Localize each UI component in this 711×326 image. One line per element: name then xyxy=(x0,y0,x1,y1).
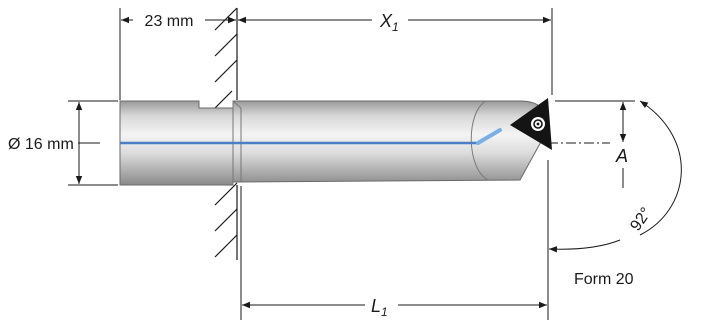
dimension-flange-width: 23 mm xyxy=(121,13,236,30)
dimension-diameter: Ø 16 mm xyxy=(8,102,83,184)
angle-label: 92° xyxy=(627,205,655,235)
diameter-label: Ø 16 mm xyxy=(8,136,74,153)
l1-label: L1 xyxy=(371,296,388,319)
dimension-l1: L1 xyxy=(242,296,547,319)
form-label: Form 20 xyxy=(574,271,634,288)
clamping-wall xyxy=(214,7,238,260)
insert xyxy=(510,98,552,150)
extension-lines xyxy=(68,8,635,320)
dimension-a: A xyxy=(615,102,628,188)
dimension-angle: 92° xyxy=(548,100,682,253)
dimension-x1: X1 xyxy=(238,11,551,34)
flange-width-label: 23 mm xyxy=(145,13,194,30)
a-label: A xyxy=(615,146,628,166)
screw-icon xyxy=(531,117,545,131)
x1-label: X1 xyxy=(379,11,399,34)
center-line xyxy=(78,128,610,145)
